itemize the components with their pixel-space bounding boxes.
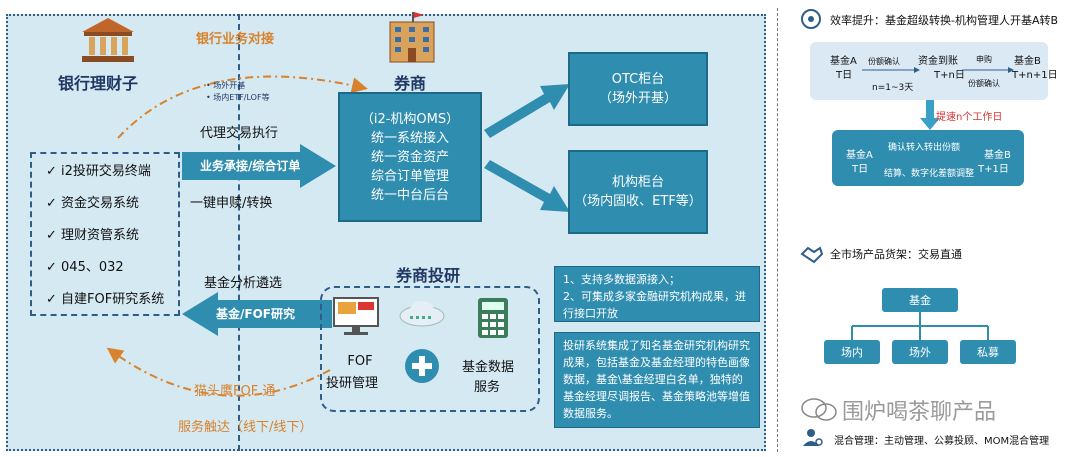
bank-business-label: 银行业务对接	[196, 32, 275, 47]
efficiency-title: 效率提升：基金超级转换-机构管理人开基A转B	[830, 14, 1059, 27]
service-reach-label: 服务触达（线下/线下）	[178, 420, 313, 435]
market-title: 全市场产品货架：交易直通	[830, 248, 962, 261]
oms-line: 统一系统接入	[370, 130, 449, 146]
handshake-icon	[800, 246, 824, 264]
note-research-system: 投研系统集成了知名基金研究机构研究 成果，包括基金及基金经理的特色画像 数据，基…	[554, 332, 760, 428]
oms-line: 统一资金资产	[370, 149, 449, 165]
otc-line: （场外开基）	[598, 91, 677, 106]
dashed-divider	[238, 14, 240, 451]
note-line: 数据服务。	[563, 407, 618, 420]
research-box	[320, 286, 540, 412]
one-click-label: 一键申赎/转换	[190, 196, 273, 211]
person-gear-icon	[803, 429, 823, 446]
network-icon	[801, 9, 821, 29]
note-line: 2、可集成多家金融研究机构成果，进	[563, 290, 746, 303]
down-arrow-icon	[920, 100, 940, 130]
otc-counter-box: OTC柜台 （场外开基）	[568, 52, 708, 126]
note-line: 基金经理尽调报告、基金策略池等增值	[563, 390, 750, 403]
calculator-icon	[478, 298, 508, 338]
list-item: ✓ 资金交易系统	[46, 196, 140, 211]
oms-line: 统一中台后台	[370, 187, 449, 203]
fund-b-2-label: 基金B	[984, 150, 1011, 161]
share-confirm-label: 份额确认	[868, 57, 900, 66]
list-item: ✓ 045、032	[46, 260, 124, 275]
tn1-label: T+n+1日	[1012, 70, 1058, 81]
arrow-fof	[182, 292, 332, 336]
right-separator	[777, 8, 778, 452]
t-day-2-label: T日	[852, 164, 869, 175]
research-title: 券商投研	[396, 266, 461, 285]
fund-data-service-label: 服务	[474, 380, 501, 395]
monitor-icon	[333, 297, 379, 335]
inst-line: （场内固收、ETF等）	[574, 194, 702, 209]
note-line: 数据，基金\基金经理白名单，独特的	[563, 373, 743, 386]
arrow-fof-label: 基金/FOF研究	[216, 307, 295, 321]
fof-mgmt-label: 投研管理	[326, 376, 379, 391]
n-days-label: n=1~3天	[872, 83, 914, 93]
list-item: ✓ i2投研交易终端	[46, 164, 151, 179]
diagonal-arrows	[484, 84, 570, 212]
watermark: 围炉喝茶聊产品	[842, 400, 997, 425]
purchase-label: 申购	[976, 55, 992, 64]
institution-counter-box: 机构柜台 （场内固收、ETF等）	[568, 150, 708, 234]
note-line: 行接口开放	[563, 307, 618, 320]
settle-label: 结算、数字化差额调整	[884, 169, 975, 179]
fund-tree-lines	[851, 312, 989, 340]
note-data-sources: 1、支持多数据源接入； 2、可集成多家金融研究机构成果，进 行接口开放	[554, 266, 760, 322]
transfer-flow-arrows	[862, 67, 1014, 73]
otc-line: OTC柜台	[611, 72, 665, 87]
oms-line: （i2-机构OMS）	[360, 111, 460, 127]
note-line: 成果，包括基金及基金经理的特色画像	[563, 356, 750, 369]
arrow-business	[182, 144, 336, 188]
oms-box: （i2-机构OMS） 统一系统接入 统一资金资产 综合订单管理 统一中台后台	[338, 92, 482, 222]
plus-icon	[405, 349, 439, 383]
tree-root: 基金	[882, 288, 958, 312]
tree-child: 场外	[892, 340, 948, 364]
fund-b-label: 基金B	[1014, 56, 1041, 67]
flow-note-2: • 场内ETF/LOF等	[206, 93, 270, 102]
list-item: ✓ 理财资管系统	[46, 228, 140, 243]
fund-analysis-label: 基金分析遴选	[204, 276, 283, 291]
bank-title: 银行理财子	[58, 74, 139, 93]
fund-data-label: 基金数据	[462, 360, 515, 375]
fund-a-label: 基金A	[830, 56, 857, 67]
flow-arcs	[106, 75, 368, 397]
share-confirm-2-label: 份额确认	[968, 79, 1000, 88]
note-line: 1、支持多数据源接入；	[563, 273, 680, 286]
arrow-business-label: 业务承接/综合订单	[200, 159, 301, 173]
speed-up-label: 提速n个工作日	[936, 112, 1003, 123]
tree-child: 场内	[824, 340, 880, 364]
broker-building-icon	[389, 12, 435, 63]
cash-arrive-label: 资金到账	[918, 56, 958, 67]
fof-label: FOF	[347, 354, 373, 369]
tn-label: T+n日	[934, 70, 965, 81]
maotou-label: 猫头鹰FOF 通	[194, 384, 276, 399]
broker-title: 券商	[394, 74, 427, 93]
wechat-icon	[801, 398, 837, 421]
confirm-in-out-label: 确认转入转出份额	[888, 143, 961, 153]
fund-a-2-label: 基金A	[846, 150, 873, 161]
t-day-label: T日	[836, 70, 853, 81]
t1-label: T+1日	[978, 164, 1009, 175]
cloud-icon	[399, 301, 445, 327]
super-transfer-box	[832, 130, 1024, 186]
list-item: ✓ 自建FOF研究系统	[46, 292, 165, 307]
oms-line: 综合订单管理	[370, 168, 449, 184]
systems-list: ✓ i2投研交易终端 ✓ 资金交易系统 ✓ 理财资管系统 ✓ 045、032 ✓…	[30, 152, 180, 316]
tree-child: 私募	[960, 340, 1016, 364]
proxy-exec-label: 代理交易执行	[200, 126, 279, 141]
flow-note-1: • 场外开基	[206, 81, 246, 90]
mixed-title: 混合管理：主动管理、公募投顾、MOM混合管理	[834, 436, 1050, 447]
note-line: 投研系统集成了知名基金研究机构研究	[563, 339, 750, 352]
bank-icon	[82, 18, 134, 62]
inst-line: 机构柜台	[611, 175, 664, 190]
